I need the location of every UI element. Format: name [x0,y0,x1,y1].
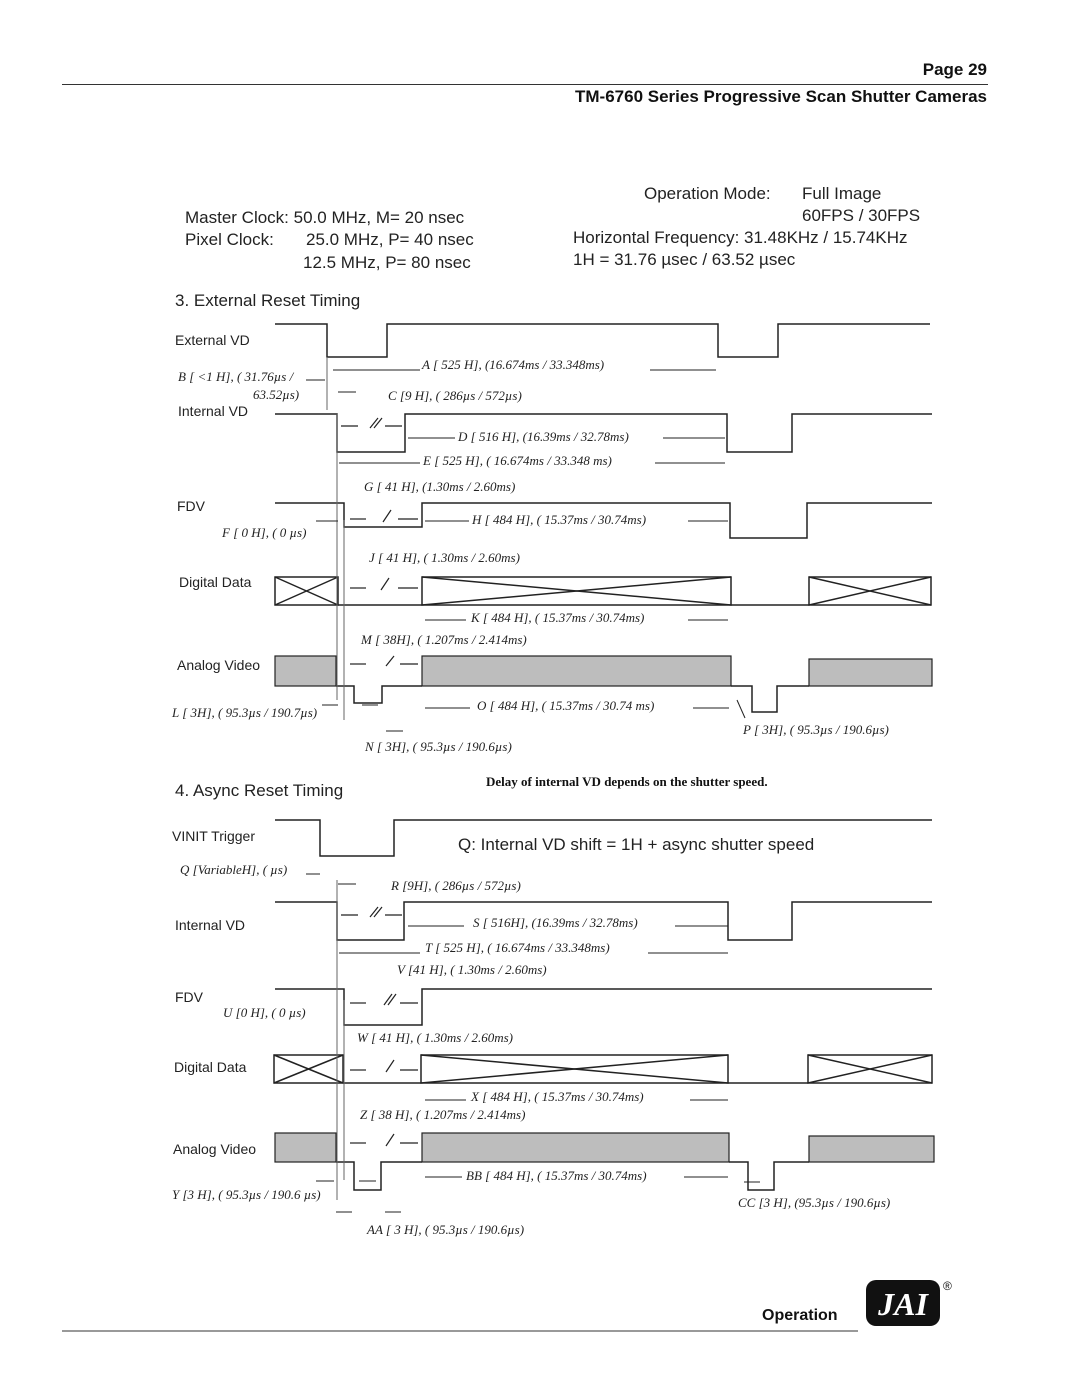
annotation-k: K [ 484 H], ( 15.37ms / 30.74ms) [471,610,645,625]
signal-label-internal-vd-async: Internal VD [175,917,246,933]
pixel-clock-2: 12.5 MHz, P= 80 nsec [303,253,471,272]
internal-vd-waveform [275,413,932,453]
section-3-title: 3. External Reset Timing [175,291,361,310]
annotation-j: J [ 41 H], ( 1.30ms / 2.60ms) [369,550,520,565]
annotation-b-line2: 63.52µs) [253,387,300,402]
pixel-clock-label: Pixel Clock: [185,230,274,249]
analog-video-block [421,1132,730,1163]
annotation-a: A [ 525 H], (16.674ms / 33.348ms) [422,357,605,372]
footer-section-label: Operation [762,1307,838,1324]
analog-video-block [808,658,933,687]
signal-label-vinit-trigger: VINIT Trigger [172,828,255,844]
digital-data-block [273,1054,344,1084]
annotation-b-line1: B [ <1 H], ( 31.76µs / [178,369,294,384]
signal-label-internal-vd: Internal VD [178,403,249,419]
annotation-bb: BB [ 484 H], ( 15.37ms / 30.74ms) [466,1168,647,1183]
digital-data-block [274,576,339,606]
annotation-l: L [ 3H], ( 95.3µs / 190.7µs) [172,705,318,720]
annotation-c: C [9 H], ( 286µs / 572µs) [388,388,522,403]
analog-video-block [274,655,337,687]
jai-logo: JAI [866,1278,940,1330]
annotation-cc: CC [3 H], (95.3µs / 190.6µs) [738,1195,891,1210]
annotation-u: U [0 H], ( 0 µs) [223,1005,306,1020]
digital-data-block [807,1054,933,1084]
header-rule [62,84,988,85]
internal-vd-async-waveform [275,901,932,941]
analog-video-baseline [336,685,422,704]
annotation-x: X [ 484 H], ( 15.37ms / 30.74ms) [471,1089,644,1104]
external-vd-waveform [275,323,930,358]
digital-data-block [808,576,932,606]
document-title: TM-6760 Series Progressive Scan Shutter … [575,87,987,106]
analog-video-block [274,1132,337,1163]
analog-video-block [421,655,732,687]
annotation-m: M [ 38H], ( 1.207ms / 2.414ms) [361,632,527,647]
vinit-trigger-waveform [275,819,932,857]
annotation-e: E [ 525 H], ( 16.674ms / 33.348 ms) [423,453,612,468]
page-number: Page 29 [922,60,987,79]
annotation-z: Z [ 38 H], ( 1.207ms / 2.414ms) [360,1107,526,1122]
analog-video-block [808,1135,935,1163]
vd-shift-label: Q: Internal VD shift = 1H + async shutte… [458,835,815,854]
operation-mode-label: Operation Mode: [644,184,771,203]
signal-label-fdv-async: FDV [175,989,203,1005]
svg-text:JAI: JAI [877,1286,929,1322]
annotation-w: W [ 41 H], ( 1.30ms / 2.60ms) [357,1030,513,1045]
annotation-t: T [ 525 H], ( 16.674ms / 33.348ms) [425,940,610,955]
annotation-f: F [ 0 H], ( 0 µs) [222,525,307,540]
fdv-waveform [275,502,932,539]
annotation-o: O [ 484 H], ( 15.37ms / 30.74 ms) [477,698,655,713]
annotation-v: V [41 H], ( 1.30ms / 2.60ms) [397,962,547,977]
master-clock: Master Clock: 50.0 MHz, M= 20 nsec [185,208,465,227]
signal-label-digital-data-async: Digital Data [174,1059,247,1075]
digital-data-block [420,1054,729,1084]
annotation-n: N [ 3H], ( 95.3µs / 190.6µs) [365,739,512,754]
operation-mode-value: Full Image [802,184,882,203]
annotation-s: S [ 516H], (16.39ms / 32.78ms) [473,915,638,930]
h-period: 1H = 31.76 µsec / 63.52 µsec [573,250,796,269]
horizontal-frequency: Horizontal Frequency: 31.48KHz / 15.74KH… [573,228,908,247]
fdv-async-waveform [275,988,932,1026]
registered-mark: ® [943,1279,952,1293]
pixel-clock-1: 25.0 MHz, P= 40 nsec [306,230,474,249]
annotation-r: R [9H], ( 286µs / 572µs) [391,878,521,893]
annotation-aa: AA [ 3 H], ( 95.3µs / 190.6µs) [367,1222,525,1237]
shutter-delay-note: Delay of internal VD depends on the shut… [486,774,768,789]
annotation-g: G [ 41 H], (1.30ms / 2.60ms) [364,479,516,494]
signal-label-digital-data: Digital Data [179,574,252,590]
signal-label-fdv: FDV [177,498,205,514]
section-4-title: 4. Async Reset Timing [175,781,344,800]
analog-video-async-baseline [336,1161,422,1191]
annotation-d: D [ 516 H], (16.39ms / 32.78ms) [458,429,629,444]
annotation-h: H [ 484 H], ( 15.37ms / 30.74ms) [472,512,647,527]
digital-data-block [421,576,732,606]
annotation-q: Q [VariableH], ( µs) [180,862,288,877]
signal-label-analog-video-async: Analog Video [173,1141,257,1157]
signal-label-external-vd: External VD [175,332,250,348]
annotation-y: Y [3 H], ( 95.3µs / 190.6 µs) [172,1187,321,1202]
annotation-p: P [ 3H], ( 95.3µs / 190.6µs) [743,722,889,737]
signal-label-analog-video: Analog Video [177,657,261,673]
frame-rate: 60FPS / 30FPS [802,206,921,225]
jai-logo-icon: JAI [866,1280,940,1326]
